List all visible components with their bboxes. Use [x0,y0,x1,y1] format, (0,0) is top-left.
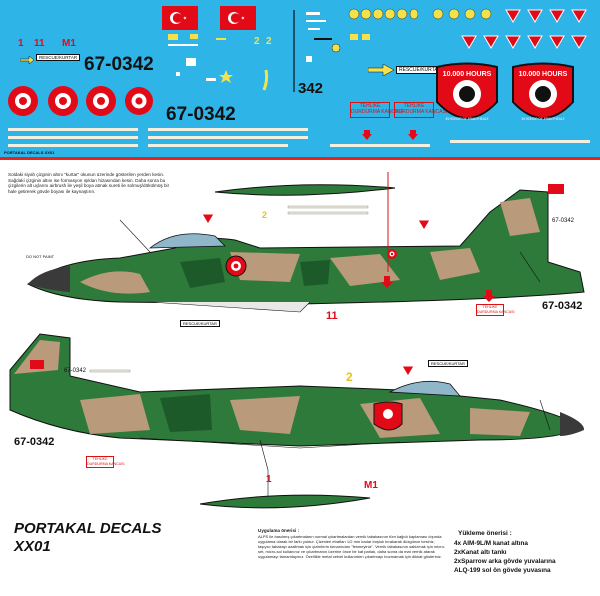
loading-line-3: 2xSparrow arka gövde yuvalarına [454,558,556,565]
loading-line-4: ALQ-199 sol ön gövde yuvasına [454,567,551,574]
patch-text-bottom-2: IN HONOR OF FRANTHEAL!! [522,117,565,121]
svg-text:2: 2 [254,36,260,47]
aircraft-side-view-bottom [9,333,585,509]
top-small-2: 2 [262,210,268,220]
patch-text-top: 10.000 HOURS [443,71,492,78]
nose-number-11: 11 [34,38,45,49]
decal-sheet: 1 11 M1 RESCUE/KURTAR 67-0342 2 2 67-034… [0,0,600,160]
rescue-label: RESCUE/KURTAR [36,54,81,61]
walkway-stripe [8,144,138,147]
svg-text:2: 2 [266,36,272,47]
danger-label-2: TEHLİKE DURDURMA KANCASI [394,102,447,118]
bottom-small-2: 2 [346,370,353,384]
top-serial-side: 67-0342 [542,300,583,312]
top-label-nose: DO NOT PAINT [26,254,55,259]
walkway-stripe [8,128,138,131]
bottom-serial-nose: 67-0342 [14,436,55,448]
chevron-row-1 [348,8,418,20]
roundel-icon [86,86,116,116]
roundel-icon [48,86,78,116]
aircraft-side-view-top [27,172,585,313]
turkish-flag-1 [162,6,198,30]
brand-small: PORTAKAL DECALS XX01 [4,150,55,155]
walkway-stripe [450,140,590,143]
top-nose-number: 11 [326,310,338,322]
roundel-row [8,86,153,116]
footer-brand: PORTAKAL DECALS [14,520,162,537]
bottom-tank-number: 1 [266,474,272,485]
serial-large-1: 67-0342 [84,54,154,75]
loading-title: Yükleme önerisi : [458,530,512,537]
usage-text: ALPS ile basılmış çıkartmaların normal ç… [258,534,446,559]
turkish-flag-2 [220,6,256,30]
stencil-group: 2 2 [168,34,272,91]
cut-instructions: Soldaki siyah çizginin altını "kurtar" o… [8,172,170,194]
arrow-right-icon [368,64,394,76]
warning-triangle-rows [432,8,587,49]
nose-code: M1 [62,38,76,49]
walkway-stripe [148,136,308,139]
bottom-tank-code: M1 [364,480,378,491]
patch-text-bottom: IN HONOR OF FRANTHEAL!! [446,117,489,121]
arrow-down-icons [362,130,418,140]
crescent-star-icon [228,12,245,24]
top-serial-tail: 67-0342 [552,218,575,224]
top-danger-label: TEHLİKE DURDURMA KANCASI [476,304,515,316]
nose-number-1: 1 [18,38,24,49]
usage-title: Uygulama önerisi : [258,528,300,533]
anniversary-patch-2: 10.000 HOURS IN HONOR OF FRANTHEAL!! [512,62,574,121]
serial-large-2: 67-0342 [166,104,236,125]
top-rescue-label: RESCUE/KURTAR [180,320,220,327]
crescent-star-icon [170,12,187,24]
walkway-stripe [330,144,430,147]
bottom-danger-label: TEHLİKE DURDURMA KANCASI [86,456,125,468]
loading-line-1: 4x AIM-9L/M kanat altına [454,540,528,547]
walkway-stripe [8,136,138,139]
roundel-icon [8,86,38,116]
roundel-icon [125,87,153,115]
bottom-rescue-label: RESCUE/KURTAR [428,360,468,367]
tail-number: 342 [298,80,324,97]
walkway-lines [293,10,341,92]
loading-line-2: 2xKanat altı tankı [454,549,507,556]
walkway-stripe [148,128,308,131]
anniversary-patch-1: 10.000 HOURS IN HONOR OF FRANTHEAL!! [436,62,498,121]
arrow-right-icon [20,56,34,64]
stencil-yellow-small [350,34,370,40]
patch-text-top-2: 10.000 HOURS [519,71,568,78]
sheet-bottom-line [0,157,600,160]
bottom-serial-tail: 67-0342 [64,368,87,374]
walkway-stripe [148,144,288,147]
footer-code: XX01 [14,538,51,555]
danger-label-1: TEHLİKE DURDURMA KANCASI [350,102,403,118]
